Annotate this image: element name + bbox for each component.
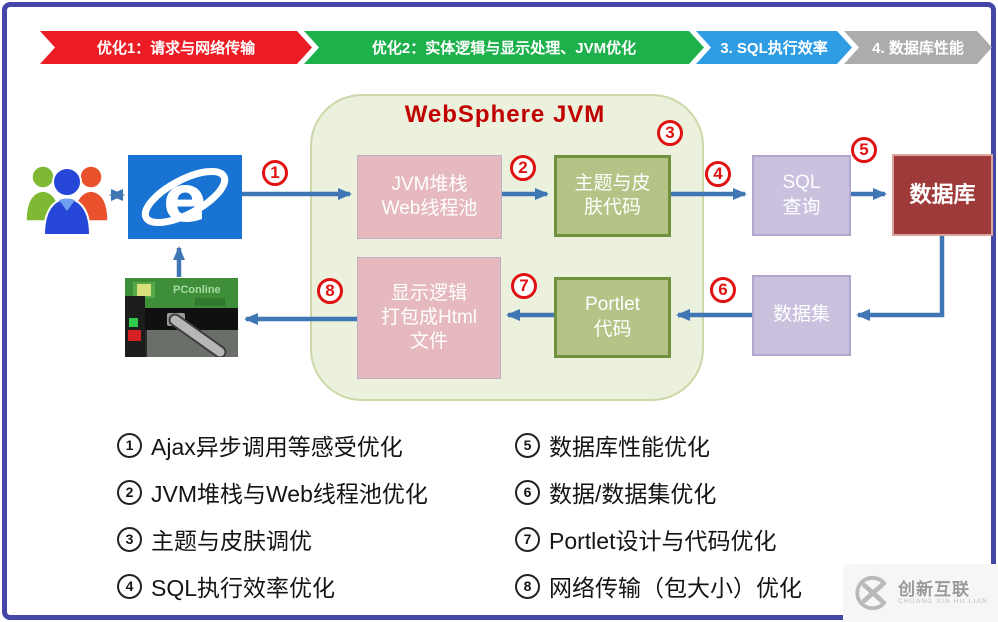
- arrow-database-to-dataset: [856, 236, 945, 321]
- banner-segment-label: 优化1：请求与网络传输: [96, 40, 256, 57]
- step-badge-8: 8: [317, 278, 343, 304]
- legend-text-4: SQL执行效率优化: [151, 575, 336, 601]
- legend-num-4: 4: [117, 573, 142, 599]
- legend-text-7: Portlet设计与代码优化: [549, 528, 777, 554]
- legend-text-8: 网络传输（包大小）优化: [549, 575, 802, 601]
- watermark-logo-icon: [855, 575, 887, 611]
- legend-num-6: 6: [515, 479, 540, 505]
- step-badge-7: 7: [511, 273, 537, 299]
- legend-text-3: 主题与皮肤调优: [151, 528, 312, 554]
- banner-segment-database: 4. 数据库性能: [844, 31, 992, 64]
- node-sql-query: SQL 查询: [752, 155, 851, 236]
- photo-watermark-text: PConline: [173, 284, 221, 296]
- legend-num-3: 3: [117, 526, 142, 552]
- legend-text-6: 数据/数据集优化: [549, 481, 717, 507]
- node-display-logic: 显示逻辑 打包成Html 文件: [357, 257, 501, 379]
- legend-num-8: 8: [515, 573, 540, 599]
- node-portlet: Portlet 代码: [554, 277, 671, 358]
- watermark-title: 创新互联: [898, 579, 971, 599]
- site-watermark: 创新互联 CHUANG XIN HU LIAN: [843, 564, 998, 622]
- legend-text-2: JVM堆栈与Web线程池优化: [151, 481, 428, 507]
- node-database: 数据库: [892, 154, 993, 236]
- banner-segment-logic-jvm: 优化2：实体逻辑与显示处理、JVM优化: [304, 31, 704, 64]
- step-badge-1: 1: [262, 160, 288, 186]
- legend-item-3: 3 主题与皮肤调优: [117, 522, 428, 556]
- svg-text:e: e: [163, 163, 206, 237]
- legend-item-7: 7 Portlet设计与代码优化: [515, 522, 802, 556]
- ie-browser-icon: e: [128, 155, 242, 239]
- legend-num-1: 1: [117, 432, 142, 458]
- banner-segment-sql: 3. SQL执行效率: [696, 31, 852, 64]
- step-badge-5: 5: [851, 137, 877, 163]
- banner-segment-label: 4. 数据库性能: [872, 40, 964, 57]
- legend-num-7: 7: [515, 526, 540, 552]
- legend-item-1: 1 Ajax异步调用等感受优化: [117, 428, 428, 462]
- network-card-photo: PConline: [125, 278, 238, 357]
- node-dataset: 数据集: [752, 275, 851, 356]
- node-theme-skin: 主题与皮 肤代码: [554, 155, 671, 237]
- legend-item-8: 8 网络传输（包大小）优化: [515, 569, 802, 603]
- legend-text-5: 数据库性能优化: [549, 434, 710, 460]
- step-badge-6: 6: [710, 277, 736, 303]
- banner-segment-label: 优化2：实体逻辑与显示处理、JVM优化: [371, 40, 637, 57]
- legend-text-1: Ajax异步调用等感受优化: [151, 434, 403, 460]
- legend-item-2: 2 JVM堆栈与Web线程池优化: [117, 475, 428, 509]
- legend-item-5: 5 数据库性能优化: [515, 428, 802, 462]
- legend-item-6: 6 数据/数据集优化: [515, 475, 802, 509]
- banner-segment-label: 3. SQL执行效率: [720, 40, 828, 57]
- step-badge-4: 4: [705, 161, 731, 187]
- watermark-subtitle: CHUANG XIN HU LIAN: [898, 597, 988, 605]
- legend-right-column: 5 数据库性能优化 6 数据/数据集优化 7 Portlet设计与代码优化 8 …: [515, 428, 802, 603]
- legend-item-4: 4 SQL执行效率优化: [117, 569, 428, 603]
- legend-num-2: 2: [117, 479, 142, 505]
- users-group-icon: [25, 165, 109, 236]
- node-jvm-heap: JVM堆栈 Web线程池: [357, 155, 502, 239]
- step-badge-3: 3: [657, 120, 683, 146]
- ie-logo-glyph: e: [141, 163, 229, 237]
- legend-left-column: 1 Ajax异步调用等感受优化 2 JVM堆栈与Web线程池优化 3 主题与皮肤…: [117, 428, 428, 603]
- step-badge-2: 2: [510, 155, 536, 181]
- banner-segment-network: 优化1：请求与网络传输: [40, 31, 312, 64]
- websphere-jvm-title: WebSphere JVM: [404, 101, 606, 128]
- legend-num-5: 5: [515, 432, 540, 458]
